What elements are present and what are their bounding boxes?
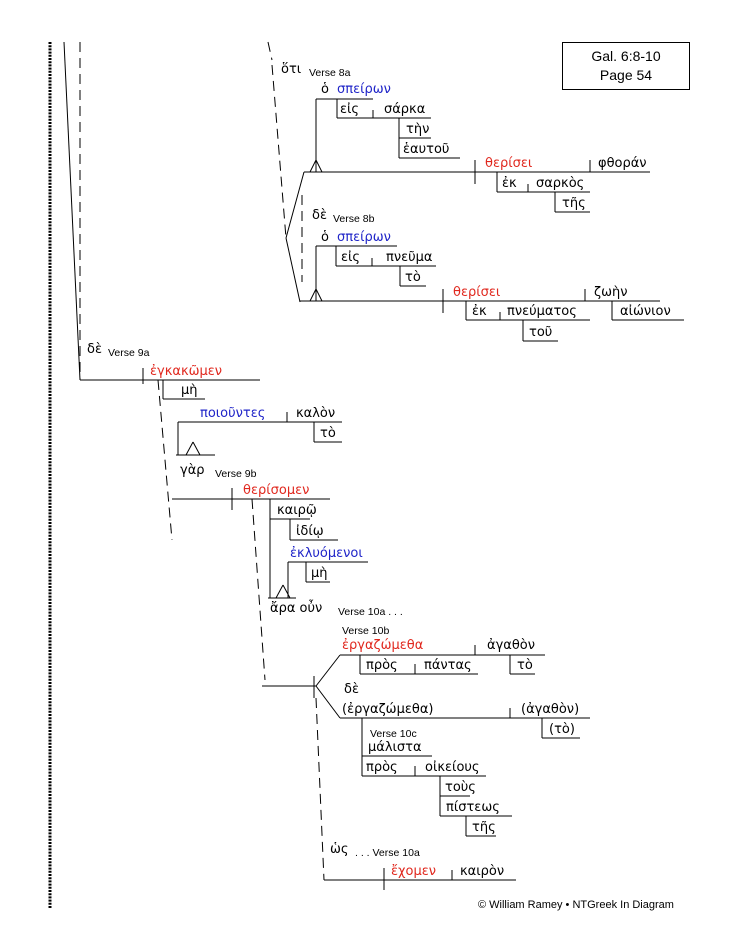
word-to-implied: (τὸ) — [549, 722, 575, 737]
word-ek: ἐκ — [502, 176, 517, 191]
word-phthoran: φθοράν — [598, 156, 647, 171]
word-kalon: καλὸν — [296, 406, 336, 421]
word-pantas: πάντας — [424, 658, 472, 673]
word-therisomen: θερίσομεν — [243, 483, 310, 498]
word-egkakomen: ἐγκακῶμεν — [150, 364, 223, 379]
word-tes: τῆς — [562, 196, 586, 211]
verse-label: Verse 9a — [108, 347, 150, 359]
word-pisteos: πίστεως — [446, 800, 500, 815]
word-ergazometha: ἐργαζώμεθα — [342, 638, 424, 653]
word-gar: γὰρ — [180, 463, 205, 478]
word-de: δὲ — [312, 208, 327, 223]
word-poiountes: ποιοῦντες — [200, 406, 266, 421]
word-tes: τῆς — [472, 820, 496, 835]
word-therisei: θερίσει — [485, 156, 533, 171]
copyright-notice: © William Ramey • NTGreek In Diagram — [478, 899, 674, 911]
word-hos: ὡς — [330, 842, 349, 857]
word-therisei: θερίσει — [453, 285, 501, 300]
word-pros: πρὸς — [366, 760, 398, 775]
verse-label: Verse 10b — [342, 625, 390, 637]
word-pneumatos: πνεύματος — [507, 304, 577, 319]
word-aionion: αἰώνιον — [620, 304, 671, 319]
word-agathon: ἀγαθὸν — [487, 638, 536, 653]
word-tou: τοῦ — [529, 325, 553, 340]
word-echomen: ἔχομεν — [391, 864, 437, 879]
word-kairon: καιρὸν — [460, 864, 505, 879]
word-ara-oun: ἄρα οὖν — [270, 601, 323, 616]
word-speiron: σπείρων — [337, 230, 391, 245]
word-ekluomenoi: ἐκλυόμενοι — [290, 546, 363, 561]
word-zoen: ζωὴν — [594, 285, 628, 300]
reference-passage: Gal. 6:8-10 — [591, 48, 661, 64]
word-malista: μάλιστα — [368, 740, 422, 755]
reference-page: Page 54 — [599, 67, 653, 83]
word-hoti: ὅτι — [281, 62, 302, 77]
word-ek: ἐκ — [472, 304, 487, 319]
word-heautou: ἑαυτοῦ — [403, 142, 450, 157]
word-to: τὸ — [405, 270, 421, 285]
word-idio: ἰδίῳ — [296, 524, 324, 539]
word-de: δὲ — [344, 682, 359, 697]
verse-label: Verse 8a — [309, 67, 351, 79]
verse-label: Verse 10a . . . — [338, 606, 403, 618]
verse-label: Verse 10c — [370, 728, 417, 740]
word-to: τὸ — [320, 426, 336, 441]
word-tous: τοὺς — [445, 780, 476, 795]
word-sarkos: σαρκὸς — [536, 176, 585, 191]
word-eis: εἰς — [340, 102, 360, 117]
word-pros: πρὸς — [366, 658, 398, 673]
word-sarka: σάρκα — [384, 102, 426, 117]
word-ho: ὁ — [321, 230, 329, 245]
word-agathon-implied: (ἀγαθὸν) — [521, 702, 580, 717]
word-me: μὴ — [181, 383, 198, 398]
word-ergazometha-implied: (ἐργαζώμεθα) — [342, 702, 434, 717]
word-to: τὸ — [517, 658, 533, 673]
reference-box: Gal. 6:8-10 Page 54 — [562, 42, 690, 90]
word-eis: εἰς — [341, 250, 361, 265]
word-speiron: σπείρων — [337, 82, 391, 97]
word-de: δὲ — [87, 342, 102, 357]
word-kairo: καιρῷ — [277, 503, 317, 518]
word-me: μὴ — [311, 566, 328, 581]
word-oikeious: οἰκείους — [425, 760, 480, 775]
word-pneuma: πνεῦμα — [386, 250, 433, 265]
word-ho: ὁ — [321, 82, 329, 97]
verse-label: . . . Verse 10a — [355, 847, 420, 859]
verse-label: Verse 9b — [215, 468, 257, 480]
word-ten: τὴν — [406, 122, 430, 137]
verse-label: Verse 8b — [333, 213, 375, 225]
